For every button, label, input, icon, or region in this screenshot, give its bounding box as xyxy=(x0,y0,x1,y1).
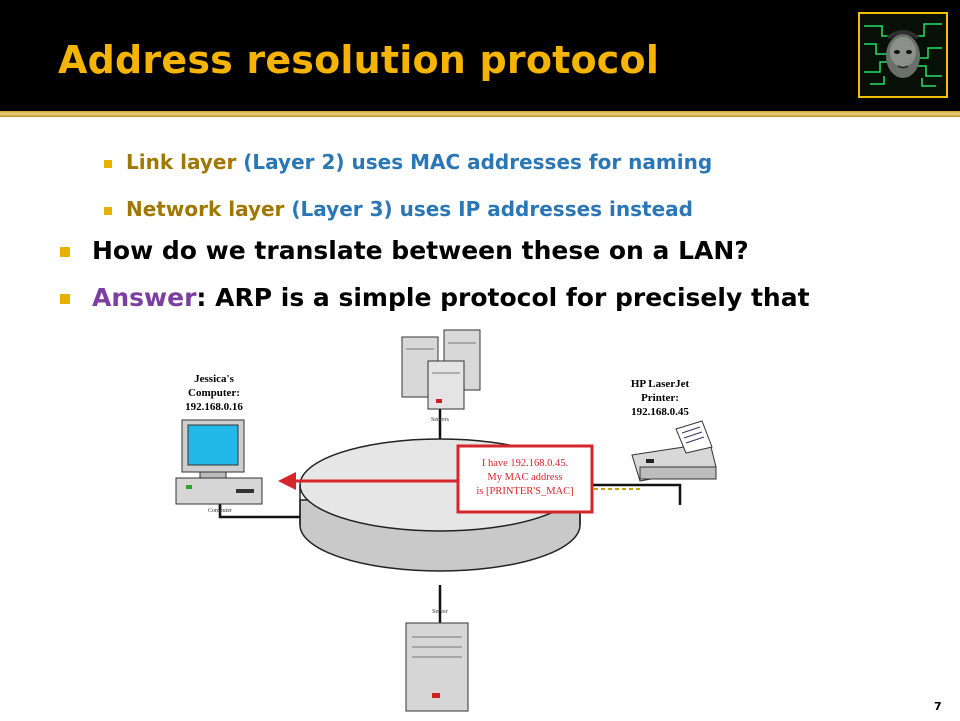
computer-label-line: Computer: xyxy=(188,387,240,399)
bullet-text: (Layer 2) uses MAC addresses for naming xyxy=(236,150,713,174)
server-bottom-caption: Server xyxy=(432,609,448,615)
computer-label-line: Jessica's xyxy=(194,373,234,385)
computer-label: Jessica's Computer: 192.168.0.16 xyxy=(185,373,243,413)
printer-label-line: Printer: xyxy=(641,392,679,404)
bullet-marker xyxy=(104,206,112,215)
slide-title: Address resolution protocol xyxy=(58,38,660,82)
list-item: Link layer (Layer 2) uses MAC addresses … xyxy=(104,150,712,174)
bullet-highlight: Link layer xyxy=(126,150,237,174)
bullet-lead: Answer xyxy=(92,283,197,312)
bullet-marker xyxy=(104,159,112,168)
server-group-top xyxy=(401,329,481,410)
title-divider xyxy=(0,111,960,117)
printer-label: HP LaserJet Printer: 192.168.0.45 xyxy=(631,378,690,418)
bullet-text: How do we translate between these on a L… xyxy=(92,236,749,265)
arp-reply-arrow xyxy=(278,472,296,490)
list-item: Network layer (Layer 3) uses IP addresse… xyxy=(104,197,693,221)
bullet-highlight: Network layer xyxy=(126,197,285,221)
arp-network-diagram: Servers Server Computer Jessica's Comput… xyxy=(150,325,730,721)
logo-image xyxy=(858,12,948,98)
printer-icon xyxy=(631,420,717,482)
bullet-text: (Layer 3) uses IP addresses instead xyxy=(284,197,693,221)
computer-caption: Computer xyxy=(208,508,232,514)
list-item: How do we translate between these on a L… xyxy=(60,236,749,265)
callout-line: My MAC address xyxy=(487,472,562,483)
callout-line: I have 192.168.0.45. xyxy=(482,458,568,469)
computer-icon xyxy=(175,419,263,505)
bullet-marker xyxy=(60,247,70,257)
title-bar xyxy=(0,0,960,112)
bullet-marker xyxy=(60,294,70,304)
list-item: Answer: ARP is a simple protocol for pre… xyxy=(60,283,810,312)
callout-line: is [PRINTER'S_MAC] xyxy=(476,486,573,497)
computer-label-line: 192.168.0.16 xyxy=(185,401,243,413)
arp-reply-callout xyxy=(456,444,594,514)
server-bottom xyxy=(405,622,469,712)
printer-label-line: 192.168.0.45 xyxy=(631,406,689,418)
bullet-text: : ARP is a simple protocol for precisely… xyxy=(196,283,810,312)
printer-label-line: HP LaserJet xyxy=(631,378,690,390)
server-top-caption: Servers xyxy=(431,417,450,423)
page-number: 7 xyxy=(934,700,942,713)
